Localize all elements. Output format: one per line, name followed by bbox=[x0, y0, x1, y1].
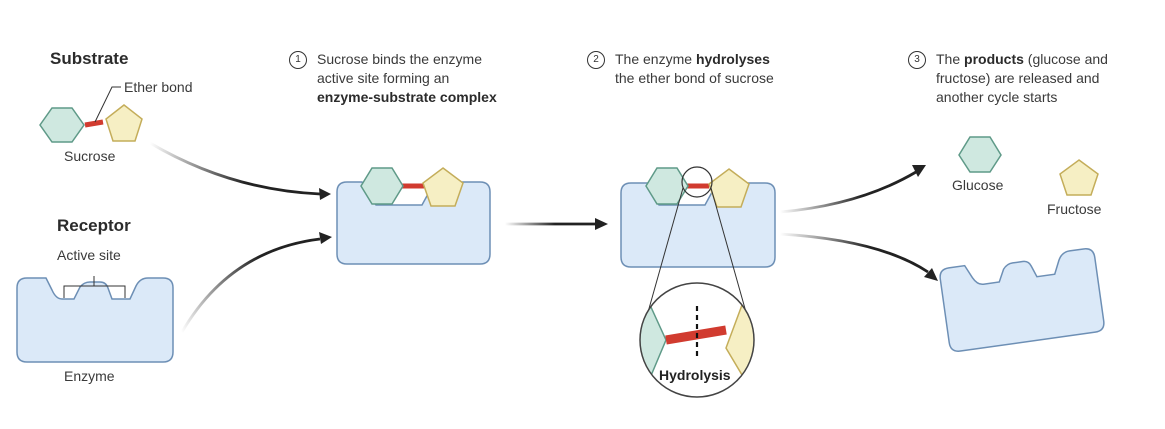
hydrolysis-glucose bbox=[645, 167, 689, 205]
step-3-line-3: another cycle starts bbox=[936, 89, 1058, 105]
enzyme-label: Enzyme bbox=[64, 368, 115, 384]
product-glucose bbox=[958, 136, 1002, 173]
substrate-heading: Substrate bbox=[50, 49, 129, 68]
arrowhead bbox=[319, 188, 331, 200]
step-3-line-2: fructose) are released and bbox=[936, 70, 1100, 86]
arrowhead bbox=[912, 165, 926, 177]
step-3-line-1-pre: The bbox=[936, 51, 965, 67]
step-3-line-1-post: (glucose and bbox=[1023, 51, 1108, 67]
hydrolysis-enzyme bbox=[620, 182, 776, 268]
fructose-pentagon bbox=[105, 104, 143, 142]
glucose-label: Glucose bbox=[952, 177, 1004, 193]
arrow-to-products bbox=[779, 170, 917, 214]
free-enzyme bbox=[16, 277, 174, 363]
active-site-label: Active site bbox=[57, 247, 121, 263]
step-number-badge: 2 bbox=[587, 51, 605, 69]
step-number-badge: 1 bbox=[289, 51, 307, 69]
step-2-line-1-bold: hydrolyses bbox=[695, 51, 770, 67]
glucose-hexagon bbox=[39, 107, 85, 143]
ether-bond-pointer bbox=[94, 86, 121, 123]
hydrolysis-label: Hydrolysis bbox=[659, 367, 731, 383]
complex-glucose bbox=[360, 167, 404, 205]
step-1-line-1: Sucrose binds the enzyme bbox=[317, 51, 482, 67]
arrow-substrate-to-complex bbox=[149, 141, 321, 196]
complex-enzyme bbox=[336, 181, 491, 265]
ether-bond-label: Ether bond bbox=[124, 79, 193, 95]
sucrose-label: Sucrose bbox=[64, 148, 116, 164]
arrowhead bbox=[319, 232, 332, 244]
step-1-line-2: active site forming an bbox=[317, 70, 450, 86]
arrowhead bbox=[924, 268, 938, 281]
sucrose-molecule bbox=[39, 86, 143, 143]
arrowhead bbox=[595, 218, 608, 230]
step-number-badge: 3 bbox=[908, 51, 926, 69]
receptor-heading: Receptor bbox=[57, 216, 131, 235]
released-enzyme bbox=[939, 248, 1105, 352]
step-2-line-1-pre: The enzyme bbox=[615, 51, 696, 67]
step-3-line-1-bold: products bbox=[964, 51, 1024, 67]
arrow-enzyme-to-complex bbox=[180, 237, 321, 333]
product-fructose bbox=[1059, 159, 1099, 196]
complex-fructose bbox=[422, 167, 464, 207]
magnifier-small-circle bbox=[681, 166, 713, 198]
step-2-line-2: the ether bond of sucrose bbox=[615, 70, 774, 86]
arrow-to-released-enzyme bbox=[779, 232, 929, 274]
ether-bond bbox=[84, 119, 104, 128]
fructose-label: Fructose bbox=[1047, 201, 1102, 217]
step-1-line-3: enzyme-substrate complex bbox=[317, 89, 497, 105]
